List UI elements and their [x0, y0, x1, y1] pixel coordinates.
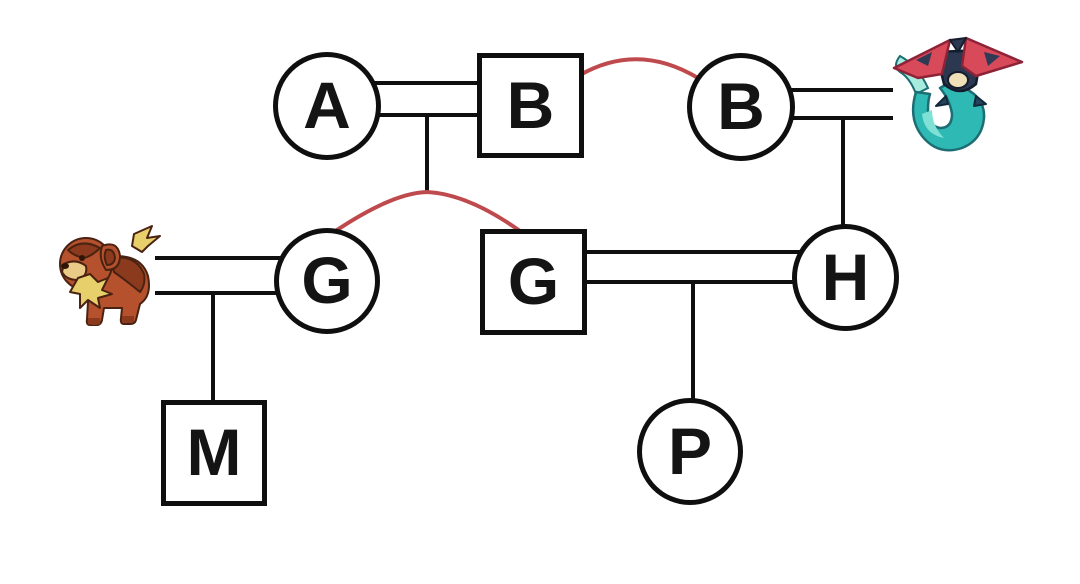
growlithe-nose: [61, 263, 69, 269]
node-m-label: M: [186, 415, 242, 489]
node-g-square-label: G: [507, 244, 560, 318]
node-p-label: P: [667, 413, 713, 488]
growlithe-eye: [79, 255, 85, 261]
red-sibling-curve: [578, 57, 700, 80]
node-g-circle-label: G: [301, 243, 353, 317]
node-b-square-label: B: [506, 67, 555, 142]
dragapult-image: [888, 22, 1028, 174]
node-m-square: M: [161, 400, 267, 506]
node-g-square: G: [480, 229, 587, 335]
hisuian-growlithe-image: [48, 212, 170, 336]
node-b-circle: B: [687, 53, 795, 161]
dragapult-icon: [892, 36, 1024, 152]
hisuian-growlithe-icon: [59, 225, 161, 326]
node-g-circle: G: [274, 228, 380, 334]
red-offspring-branch: [332, 189, 522, 234]
node-h-circle: H: [792, 224, 899, 331]
dreepy-right: [984, 52, 1000, 66]
node-p-circle: P: [637, 398, 743, 505]
node-h-label: H: [821, 239, 870, 314]
dreepy-left: [916, 52, 932, 66]
node-a-circle: A: [273, 52, 381, 160]
node-b-circle-label: B: [717, 69, 765, 143]
node-a-label: A: [303, 68, 351, 142]
node-b-square: B: [477, 53, 584, 158]
